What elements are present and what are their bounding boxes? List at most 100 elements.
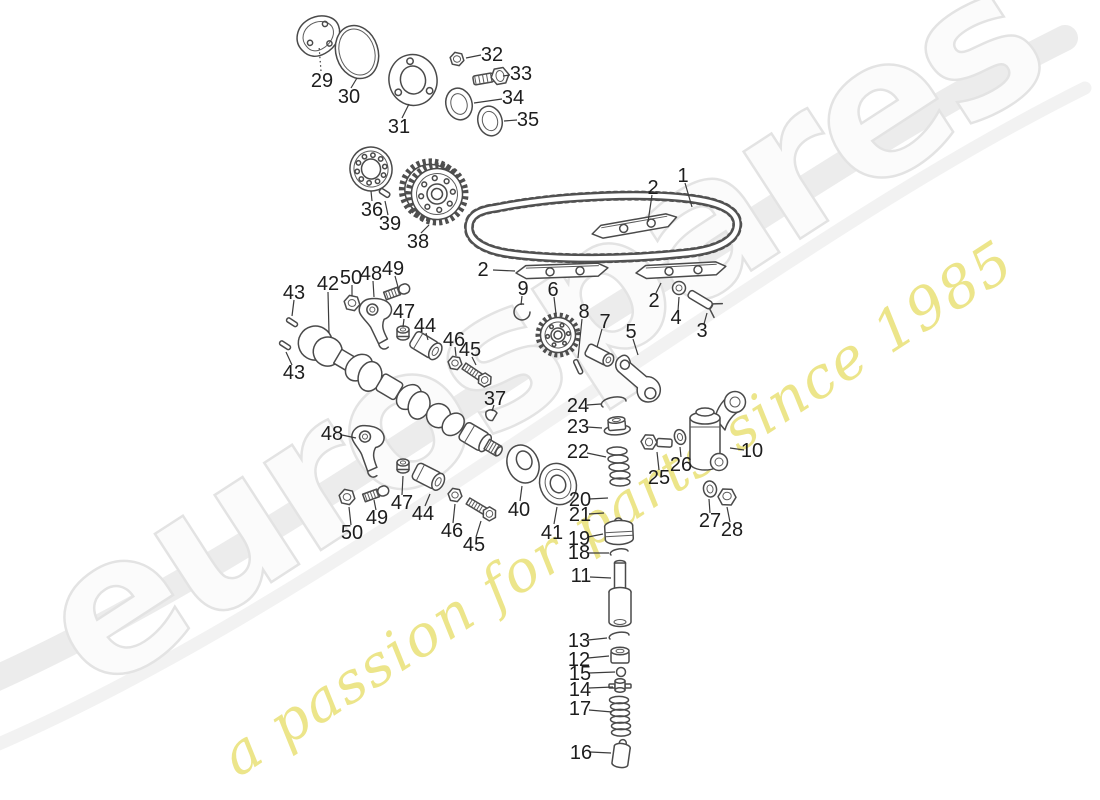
part-37-key — [485, 409, 498, 422]
leader-line-3 — [703, 312, 708, 325]
leader-line-30 — [350, 77, 358, 89]
part-14-retainer — [608, 678, 632, 693]
leader-line-10 — [729, 447, 745, 451]
part-1-timing-chain — [464, 190, 743, 264]
part-46-nut — [447, 487, 463, 503]
part-40-washer — [506, 444, 540, 484]
leader-line-28 — [726, 506, 731, 523]
leader-line-13 — [587, 637, 608, 641]
part-24-ring — [600, 396, 627, 408]
leader-line-44 — [425, 332, 429, 341]
callout-35: 35 — [517, 109, 539, 131]
leader-line-37 — [491, 404, 495, 412]
leader-line-46 — [454, 346, 457, 357]
part-19-piston — [603, 517, 635, 546]
part-13-ring — [608, 631, 630, 640]
leader-line-2 — [655, 282, 662, 294]
callout-19: 19 — [568, 528, 590, 550]
part-26-washer — [673, 428, 687, 446]
callout-20: 20 — [569, 489, 591, 511]
leader-line-36 — [370, 190, 373, 202]
leader-line-21 — [588, 512, 605, 515]
callout-49: 49 — [366, 507, 388, 529]
leader-line-19 — [587, 533, 604, 538]
part-27-washer — [702, 480, 718, 498]
leader-line-45 — [475, 520, 482, 538]
part-6-sprocket — [535, 312, 581, 358]
callout-42: 42 — [317, 273, 339, 295]
callout-48: 48 — [360, 263, 382, 285]
part-30-ring — [334, 24, 380, 80]
part-49-screw — [382, 283, 411, 301]
leader-line-9 — [520, 295, 523, 306]
callout-23: 23 — [567, 416, 589, 438]
callout-50: 50 — [341, 522, 363, 544]
callout-1: 1 — [677, 165, 688, 187]
callout-21: 21 — [569, 504, 591, 526]
callout-9: 9 — [517, 278, 528, 300]
leader-line-39 — [384, 200, 389, 216]
leader-line-14 — [588, 686, 614, 689]
leader-line-42 — [327, 291, 330, 334]
leader-line-48 — [341, 434, 357, 439]
part-7-roller — [584, 343, 615, 367]
callout-43: 43 — [283, 362, 305, 384]
watermark-swoosh — [0, 25, 1092, 751]
part-29-cover-plate — [296, 15, 341, 57]
part-5-lever — [614, 354, 662, 403]
leader-line-49 — [373, 499, 377, 511]
callout-2: 2 — [647, 177, 658, 199]
callout-50: 50 — [340, 267, 362, 289]
leader-line-49 — [394, 275, 399, 288]
leader-line-12 — [587, 655, 610, 659]
leader-line-40 — [519, 485, 523, 502]
part-44-tappet — [411, 462, 446, 491]
leader-line-48 — [372, 280, 375, 298]
part-9-circlip — [513, 303, 531, 321]
part-17-spring — [608, 695, 632, 737]
part-33-bolt — [472, 66, 510, 86]
callout-16: 16 — [570, 742, 592, 764]
callout-47: 47 — [391, 492, 413, 514]
callout-49: 49 — [382, 258, 404, 280]
callout-14: 14 — [569, 679, 591, 701]
part-50-nut — [343, 294, 361, 312]
leader-line-15 — [588, 671, 616, 674]
leader-line-43 — [291, 299, 295, 317]
leader-line-41 — [553, 506, 558, 525]
part-45-bolt — [461, 362, 492, 388]
parts-artwork — [278, 15, 747, 769]
callout-13: 13 — [568, 630, 590, 652]
leader-line-17 — [588, 709, 613, 713]
leader-line-32 — [465, 54, 482, 59]
leader-line-34 — [473, 98, 503, 104]
callout-29: 29 — [311, 70, 333, 92]
part-10-lever-assembly — [689, 390, 747, 472]
part-2-rail-left — [515, 262, 609, 280]
part-43-pin — [285, 317, 299, 328]
callout-37: 37 — [484, 388, 506, 410]
part-2-rail-inner — [591, 213, 678, 239]
callout-39: 39 — [379, 213, 401, 235]
callout-48: 48 — [321, 423, 343, 445]
callout-15: 15 — [569, 663, 591, 685]
part-36-hub — [349, 146, 393, 192]
part-3-dowel — [687, 289, 724, 319]
callout-26: 26 — [670, 454, 692, 476]
callout-11: 11 — [571, 565, 592, 587]
callout-7: 7 — [599, 311, 610, 333]
part-48-rocker-arm — [351, 424, 385, 478]
leader-line-50 — [348, 506, 352, 526]
callout-47: 47 — [393, 301, 415, 323]
leader-line-20 — [588, 497, 609, 500]
callout-46: 46 — [443, 329, 465, 351]
leader-line-1 — [684, 182, 693, 208]
part-44-tappet — [409, 331, 443, 361]
callout-10: 10 — [741, 440, 763, 462]
callout-24: 24 — [567, 395, 589, 417]
part-35-washer — [476, 105, 504, 137]
leader-line-22 — [586, 452, 607, 458]
